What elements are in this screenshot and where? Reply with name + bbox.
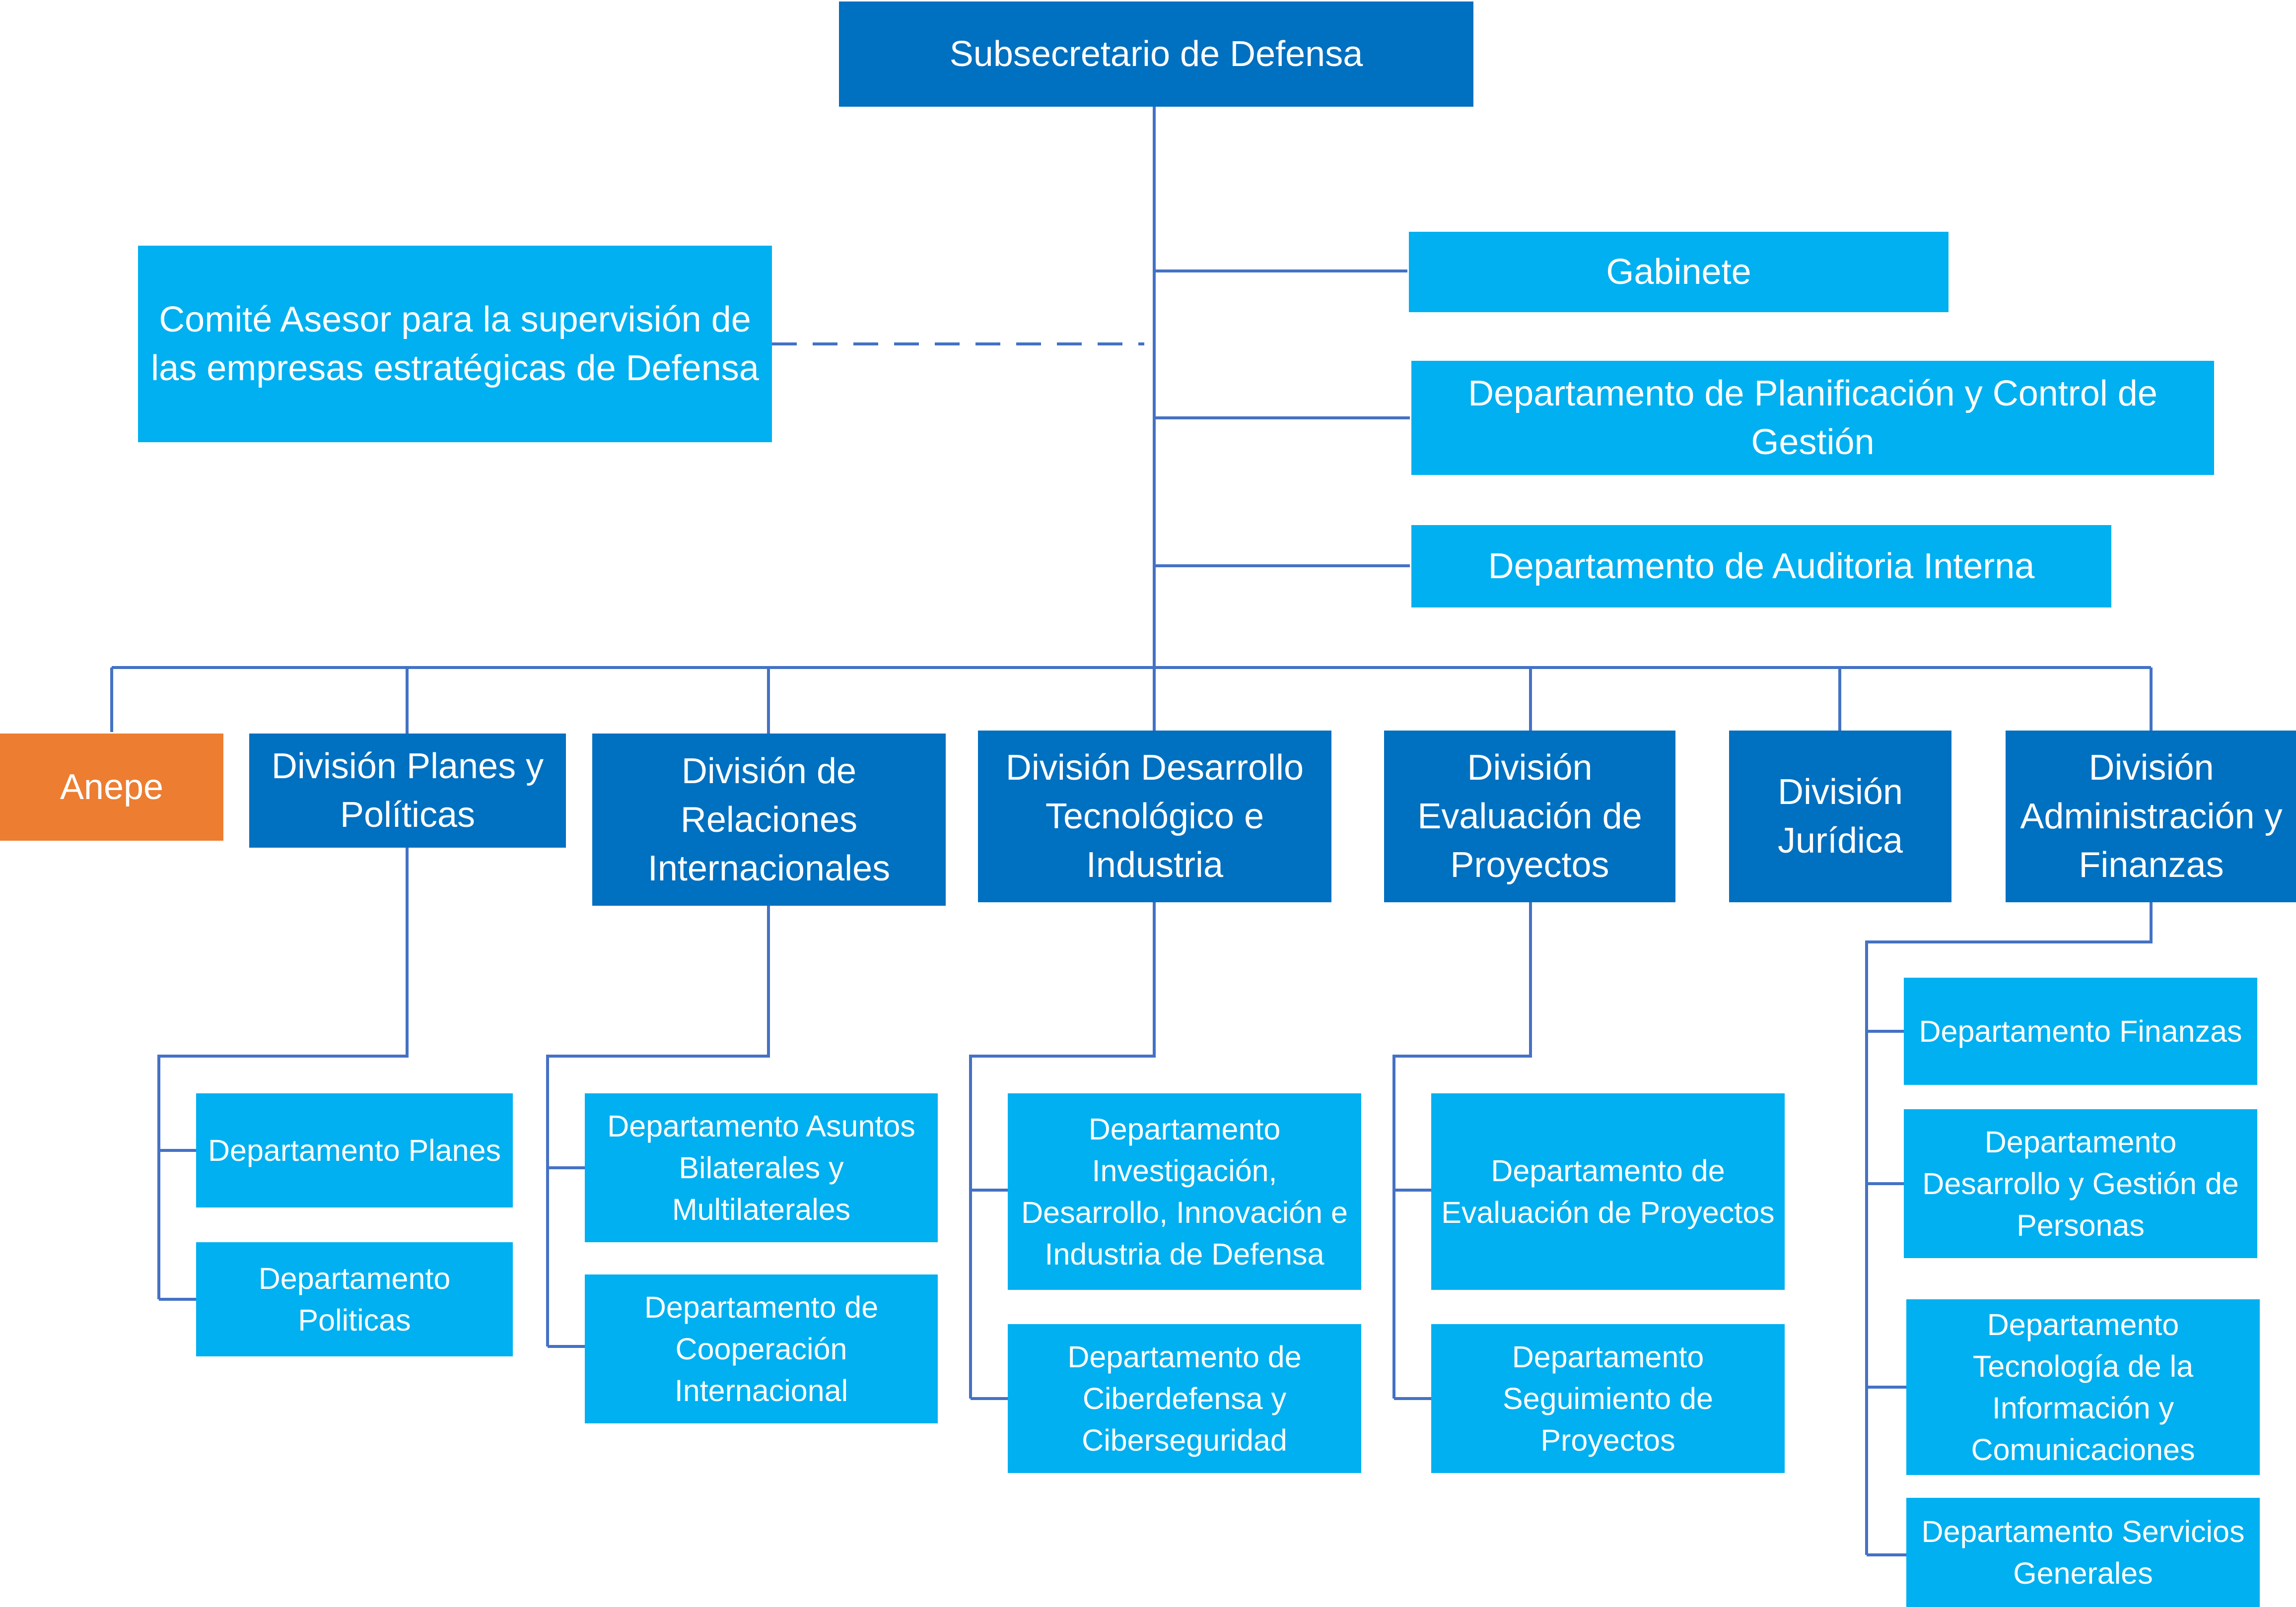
departamento-evaluacion-proyectos-box: Departamento de Evaluación de Proyectos (1431, 1093, 1785, 1290)
division-desarrollo-tecnologico-label: División Desarrollo Tecnológico e Indust… (1005, 748, 1304, 885)
departamento-asuntos-bilaterales-label: Departamento Asuntos Bilaterales y Multi… (607, 1109, 915, 1226)
anepe-label: Anepe (60, 767, 164, 807)
departamento-planes-box: Departamento Planes (196, 1093, 513, 1207)
departamento-investigacion-desarrollo-label: Departamento Investigación, Desarrollo, … (1021, 1112, 1348, 1271)
connector-relaciones-tree (546, 906, 770, 1348)
comite-asesor-label: Comité Asesor para la supervisión de las… (151, 300, 759, 388)
departamento-gestion-personas-label: Departamento Desarrollo y Gestión de Per… (1922, 1125, 2239, 1242)
connector-desarrollo-tree (969, 902, 1156, 1400)
planificacion-control-box: Departamento de Planificación y Control … (1411, 361, 2214, 475)
departamento-finanzas-label: Departamento Finanzas (1919, 1014, 2242, 1048)
departamento-evaluacion-proyectos-label: Departamento de Evaluación de Proyectos (1441, 1154, 1775, 1229)
connector-evaluacion-tree (1392, 902, 1532, 1400)
division-planes-politicas-label: División Planes y Políticas (271, 746, 544, 835)
division-administracion-finanzas-label: División Administración y Finanzas (2020, 748, 2283, 885)
anepe-box: Anepe (0, 734, 223, 841)
connector-administracion-tree (1865, 902, 2153, 1556)
comite-asesor-box: Comité Asesor para la supervisión de las… (138, 246, 772, 442)
connector-planes-tree (157, 848, 409, 1301)
subsecretario-box: Subsecretario de Defensa (839, 1, 1473, 107)
departamento-servicios-generales-box: Departamento Servicios Generales (1906, 1498, 2260, 1607)
division-juridica-box: División Jurídica (1729, 731, 1951, 902)
departamento-tecnologia-informacion-label: Departamento Tecnología de la Informació… (1971, 1308, 2195, 1467)
division-planes-politicas-box: División Planes y Políticas (249, 734, 566, 848)
departamento-tecnologia-informacion-box: Departamento Tecnología de la Informació… (1906, 1299, 2260, 1475)
subsecretario-label: Subsecretario de Defensa (949, 34, 1363, 74)
departamento-planes-label: Departamento Planes (208, 1134, 501, 1167)
gabinete-box: Gabinete (1409, 232, 1948, 312)
gabinete-label: Gabinete (1606, 252, 1751, 292)
division-relaciones-internacionales-label: División de Relaciones Internacionales (647, 751, 891, 888)
departamento-finanzas-box: Departamento Finanzas (1904, 978, 2257, 1085)
auditoria-interna-label: Departamento de Auditoria Interna (1488, 546, 2035, 586)
planificacion-control-label: Departamento de Planificación y Control … (1468, 374, 2157, 462)
division-desarrollo-tecnologico-box: División Desarrollo Tecnológico e Indust… (978, 731, 1331, 902)
division-relaciones-internacionales-box: División de Relaciones Internacionales (592, 734, 946, 906)
division-evaluacion-proyectos-box: División Evaluación de Proyectos (1384, 731, 1675, 902)
auditoria-interna-box: Departamento de Auditoria Interna (1411, 525, 2111, 607)
departamento-ciberdefensa-label: Departamento de Ciberdefensa y Cibersegu… (1067, 1340, 1302, 1457)
departamento-investigacion-desarrollo-box: Departamento Investigación, Desarrollo, … (1008, 1093, 1361, 1290)
departamento-asuntos-bilaterales-box: Departamento Asuntos Bilaterales y Multi… (585, 1093, 938, 1242)
departamento-seguimiento-proyectos-box: Departamento Seguimiento de Proyectos (1431, 1324, 1785, 1473)
departamento-cooperacion-internacional-label: Departamento de Cooperación Internaciona… (644, 1290, 879, 1407)
departamento-gestion-personas-box: Departamento Desarrollo y Gestión de Per… (1904, 1109, 2257, 1258)
division-evaluacion-proyectos-label: División Evaluación de Proyectos (1417, 748, 1642, 885)
departamento-cooperacion-internacional-box: Departamento de Cooperación Internaciona… (585, 1274, 938, 1423)
departamento-politicas-label: Departamento Politicas (258, 1262, 451, 1337)
division-administracion-finanzas-box: División Administración y Finanzas (2006, 731, 2296, 902)
departamento-ciberdefensa-box: Departamento de Ciberdefensa y Cibersegu… (1008, 1324, 1361, 1473)
departamento-politicas-box: Departamento Politicas (196, 1242, 513, 1356)
departamento-servicios-generales-label: Departamento Servicios Generales (1921, 1515, 2245, 1590)
departamento-seguimiento-proyectos-label: Departamento Seguimiento de Proyectos (1503, 1340, 1713, 1457)
division-juridica-label: División Jurídica (1777, 772, 1903, 861)
